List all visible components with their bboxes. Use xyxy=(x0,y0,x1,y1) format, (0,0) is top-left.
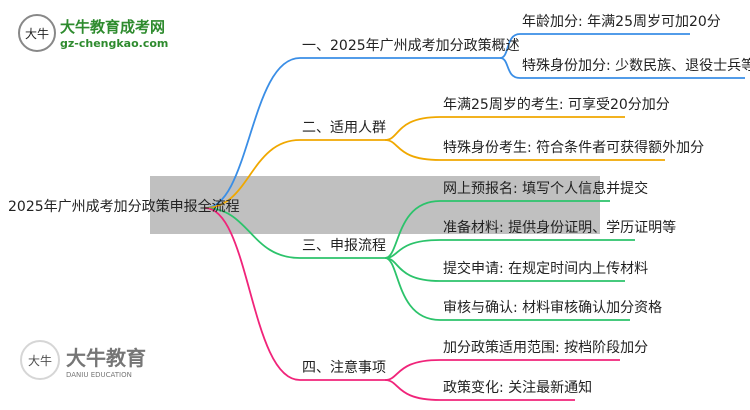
leaf-node: 特殊身份加分: 少数民族、退役士兵等 xyxy=(522,58,750,74)
logo-name: 大牛教育成考网 xyxy=(60,18,166,36)
leaf-node: 政策变化: 关注最新通知 xyxy=(443,380,593,396)
branch-node: 三、申报流程 xyxy=(302,238,386,254)
leaf-node: 年龄加分: 年满25周岁可加20分 xyxy=(522,14,721,30)
watermark-sub: DANIU EDUCATION xyxy=(66,370,132,379)
branch-node: 二、适用人群 xyxy=(302,120,386,136)
root-node: 2025年广州成考加分政策申报全流程 xyxy=(8,199,240,215)
leaf-node: 准备材料: 提供身份证明、学历证明等 xyxy=(443,220,677,236)
leaf-node: 特殊身份考生: 符合条件者可获得额外加分 xyxy=(443,140,705,156)
logo-icon: 大牛 xyxy=(18,14,56,52)
watermark-icon: 大牛 xyxy=(20,340,60,380)
branch-node: 一、2025年广州成考加分政策概述 xyxy=(302,38,520,54)
overlay-band xyxy=(150,176,600,234)
leaf-node: 提交申请: 在规定时间内上传材料 xyxy=(443,261,649,277)
leaf-node: 审核与确认: 材料审核确认加分资格 xyxy=(443,300,663,316)
branch-node: 四、注意事项 xyxy=(302,360,386,376)
watermark-name: 大牛教育 xyxy=(66,345,146,370)
leaf-node: 年满25周岁的考生: 可享受20分加分 xyxy=(443,97,670,113)
logo-url: gz-chengkao.com xyxy=(60,37,169,50)
leaf-node: 网上预报名: 填写个人信息并提交 xyxy=(443,181,649,197)
leaf-node: 加分政策适用范围: 按档阶段加分 xyxy=(443,340,649,356)
